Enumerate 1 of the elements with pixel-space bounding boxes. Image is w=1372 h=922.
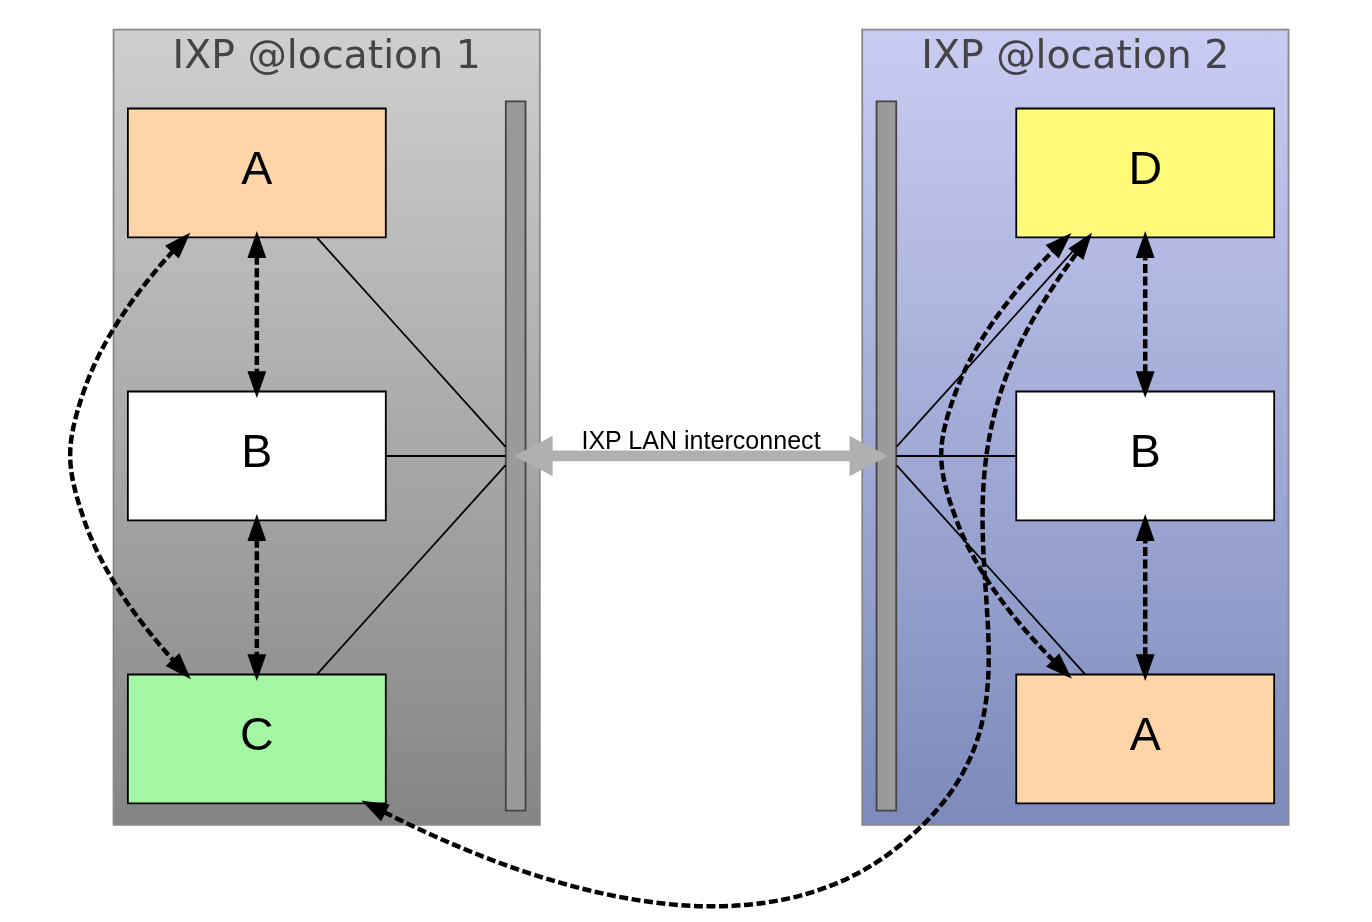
edge-label: IXP LAN interconnect — [580, 426, 821, 455]
